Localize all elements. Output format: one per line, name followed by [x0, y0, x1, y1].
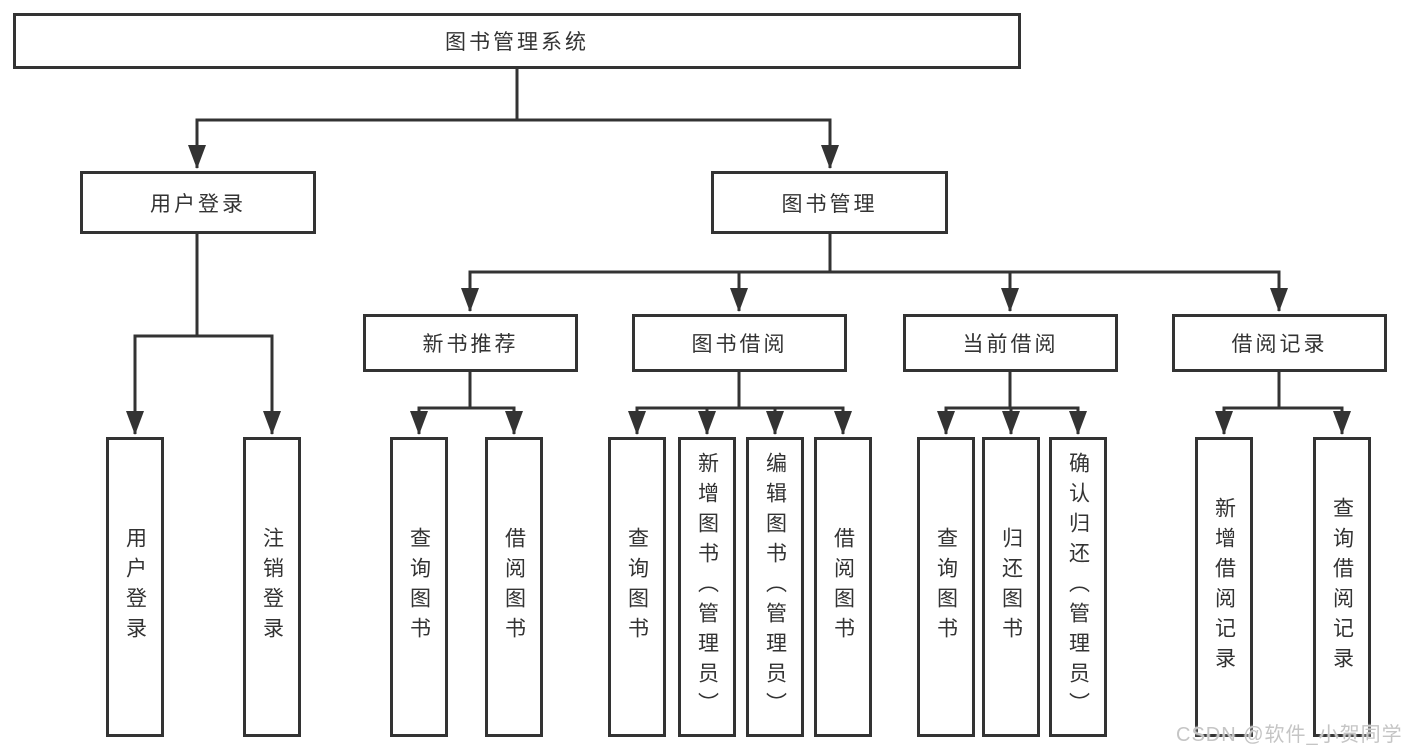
- node-user-login: 用户登录: [80, 171, 316, 234]
- leaf-confirm-return-admin-label: 确认归还（管理员）: [1066, 452, 1090, 722]
- node-root: 图书管理系统: [13, 13, 1021, 69]
- leaf-query-borrow-record: 查询借阅记录: [1313, 437, 1371, 737]
- leaf-borrow-query-books-label: 查询图书: [625, 527, 649, 647]
- leaf-newbook-borrow-books: 借阅图书: [485, 437, 543, 737]
- leaf-query-borrow-record-label: 查询借阅记录: [1330, 497, 1354, 677]
- leaf-confirm-return-admin: 确认归还（管理员）: [1049, 437, 1107, 737]
- leaf-logout: 注销登录: [243, 437, 301, 737]
- leaf-return-books-label: 归还图书: [999, 527, 1023, 647]
- leaf-current-query-books: 查询图书: [917, 437, 975, 737]
- leaf-borrow-query-books: 查询图书: [608, 437, 666, 737]
- leaf-user-login: 用户登录: [106, 437, 164, 737]
- wire-user-login-children: [126, 234, 281, 435]
- wire-book-borrowing-children: [628, 372, 852, 435]
- leaf-borrow-books-label: 借阅图书: [831, 527, 855, 647]
- leaf-add-books-admin: 新增图书（管理员）: [678, 437, 736, 737]
- node-book-borrowing: 图书借阅: [632, 314, 847, 372]
- wire-borrowing-records-children: [1215, 372, 1351, 435]
- leaf-user-login-label: 用户登录: [123, 527, 147, 647]
- leaf-add-borrow-record: 新增借阅记录: [1195, 437, 1253, 737]
- leaf-newbook-borrow-books-label: 借阅图书: [502, 527, 526, 647]
- wire-book-management-children: [461, 234, 1288, 312]
- leaf-newbook-query-books-label: 查询图书: [407, 527, 431, 647]
- leaf-add-borrow-record-label: 新增借阅记录: [1212, 497, 1236, 677]
- node-book-management: 图书管理: [711, 171, 948, 234]
- leaf-newbook-query-books: 查询图书: [390, 437, 448, 737]
- wire-new-book-children: [410, 372, 523, 435]
- csdn-watermark: CSDN @软件_小贺同学: [1176, 724, 1403, 746]
- leaf-return-books: 归还图书: [982, 437, 1040, 737]
- leaf-edit-books-admin: 编辑图书（管理员）: [746, 437, 804, 737]
- leaf-current-query-books-label: 查询图书: [934, 527, 958, 647]
- leaf-add-books-admin-label: 新增图书（管理员）: [695, 452, 719, 722]
- node-new-book-recommend: 新书推荐: [363, 314, 578, 372]
- wire-root-to-level2: [188, 69, 839, 169]
- node-borrowing-records: 借阅记录: [1172, 314, 1387, 372]
- wire-current-borrowing-children: [937, 372, 1087, 435]
- leaf-borrow-books: 借阅图书: [814, 437, 872, 737]
- leaf-logout-label: 注销登录: [260, 527, 284, 647]
- node-current-borrowing: 当前借阅: [903, 314, 1118, 372]
- leaf-edit-books-admin-label: 编辑图书（管理员）: [763, 452, 787, 722]
